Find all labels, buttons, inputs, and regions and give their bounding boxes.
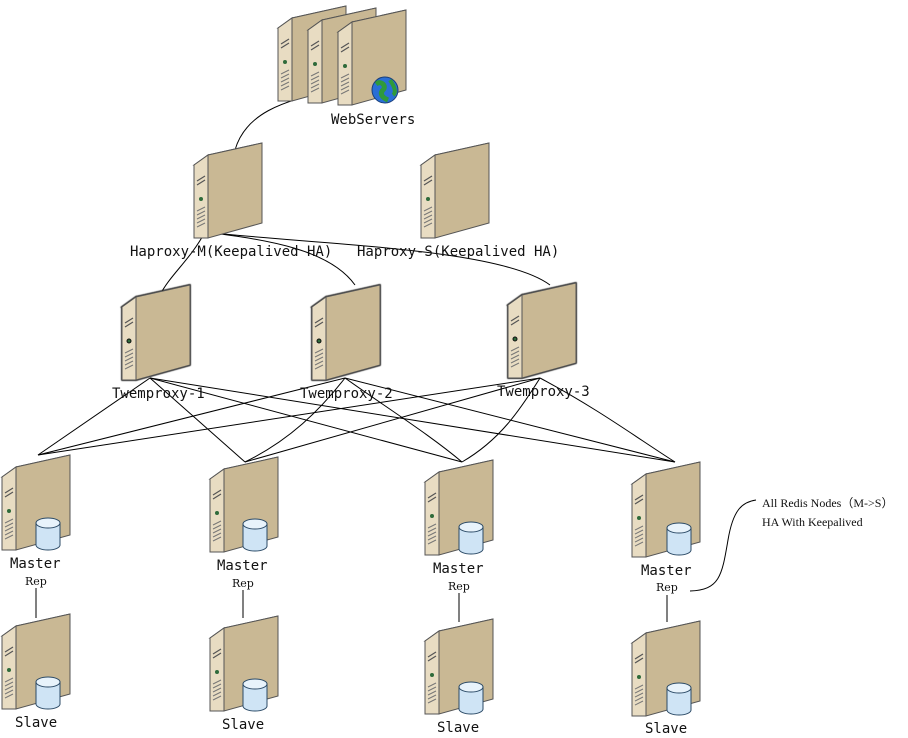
- redis-pair-3[interactable]: Master Rep Slave: [424, 459, 494, 736]
- rep-2-label: Rep: [232, 577, 254, 590]
- master-1-database-icon: [35, 517, 61, 551]
- slave-2-database-icon: [242, 678, 268, 712]
- slave-4-label: Slave: [645, 721, 687, 737]
- ha-note: All Redis Nodes（M->S） HA With Keepalived: [762, 496, 893, 529]
- rep-1-label: Rep: [25, 575, 47, 588]
- haproxy-slave-node[interactable]: Haproxy-S(Keepalived HA): [357, 142, 559, 260]
- haproxy-master-node[interactable]: Haproxy-M(Keepalived HA): [130, 142, 332, 260]
- haproxy-to-twemproxy-1-line: [159, 231, 206, 296]
- haproxy-slave-server-icon: [420, 142, 490, 239]
- twemproxy-3-node[interactable]: Twemproxy-3: [497, 282, 590, 400]
- haproxy-master-server-icon: [193, 142, 263, 239]
- haproxy-to-twemproxy-3-line: [204, 231, 551, 286]
- haproxy-master-label: Haproxy-M(Keepalived HA): [130, 244, 332, 260]
- webservers-label: WebServers: [331, 112, 415, 128]
- tw1-to-master4-line: [149, 377, 676, 463]
- master-1-label: Master: [10, 556, 61, 572]
- twemproxy-3-server-icon: [507, 282, 577, 379]
- redis-pair-1[interactable]: Master Rep Slave: [1, 454, 71, 731]
- slave-2-label: Slave: [222, 717, 264, 733]
- tw2-to-master2-line: [244, 377, 346, 463]
- slave-3-label: Slave: [437, 720, 479, 736]
- tw3-to-master4-line: [539, 377, 676, 463]
- haproxy-to-twemproxy-2-line: [204, 231, 356, 286]
- tw2-to-master1-line: [37, 377, 346, 456]
- twemproxy-2-label: Twemproxy-2: [300, 386, 393, 402]
- connection-lines: [35, 89, 757, 622]
- twemproxy-2-node[interactable]: Twemproxy-2: [300, 284, 393, 402]
- master-2-label: Master: [217, 558, 268, 574]
- master-3-database-icon: [458, 521, 484, 555]
- twemproxy-2-server-icon: [311, 284, 381, 381]
- tw1-to-master2-line: [149, 377, 246, 463]
- tw3-to-master2-line: [244, 377, 541, 463]
- globe-icon: [371, 76, 399, 104]
- webservers-group[interactable]: WebServers: [277, 5, 415, 128]
- twemproxy-1-node[interactable]: Twemproxy-1: [112, 284, 205, 402]
- tw2-to-master3-line: [344, 377, 463, 463]
- tw2-to-master4-line: [344, 377, 676, 463]
- master-2-database-icon: [242, 518, 268, 552]
- master-3-label: Master: [433, 561, 484, 577]
- slave-4-database-icon: [666, 682, 692, 716]
- note-line-1: All Redis Nodes（M->S）: [762, 496, 893, 510]
- master-4-label: Master: [641, 563, 692, 579]
- twemproxy-3-label: Twemproxy-3: [497, 384, 590, 400]
- rep-3-label: Rep: [448, 580, 470, 593]
- note-callout-line: [689, 499, 757, 592]
- tw1-to-master1-line: [37, 377, 151, 456]
- tw3-to-master1-line: [37, 377, 541, 456]
- tw3-to-master3-line: [461, 377, 541, 463]
- twemproxy-1-label: Twemproxy-1: [112, 386, 205, 402]
- slave-1-label: Slave: [15, 715, 57, 731]
- master-4-database-icon: [666, 522, 692, 556]
- slave-3-database-icon: [458, 681, 484, 715]
- redis-pair-4[interactable]: Master Rep Slave: [631, 461, 701, 737]
- note-line-2: HA With Keepalived: [762, 515, 863, 529]
- rep-4-label: Rep: [656, 581, 678, 594]
- slave-1-database-icon: [35, 676, 61, 710]
- redis-pair-2[interactable]: Master Rep Slave: [209, 456, 279, 733]
- haproxy-slave-label: Haproxy-S(Keepalived HA): [357, 244, 559, 260]
- twemproxy-1-server-icon: [121, 284, 191, 381]
